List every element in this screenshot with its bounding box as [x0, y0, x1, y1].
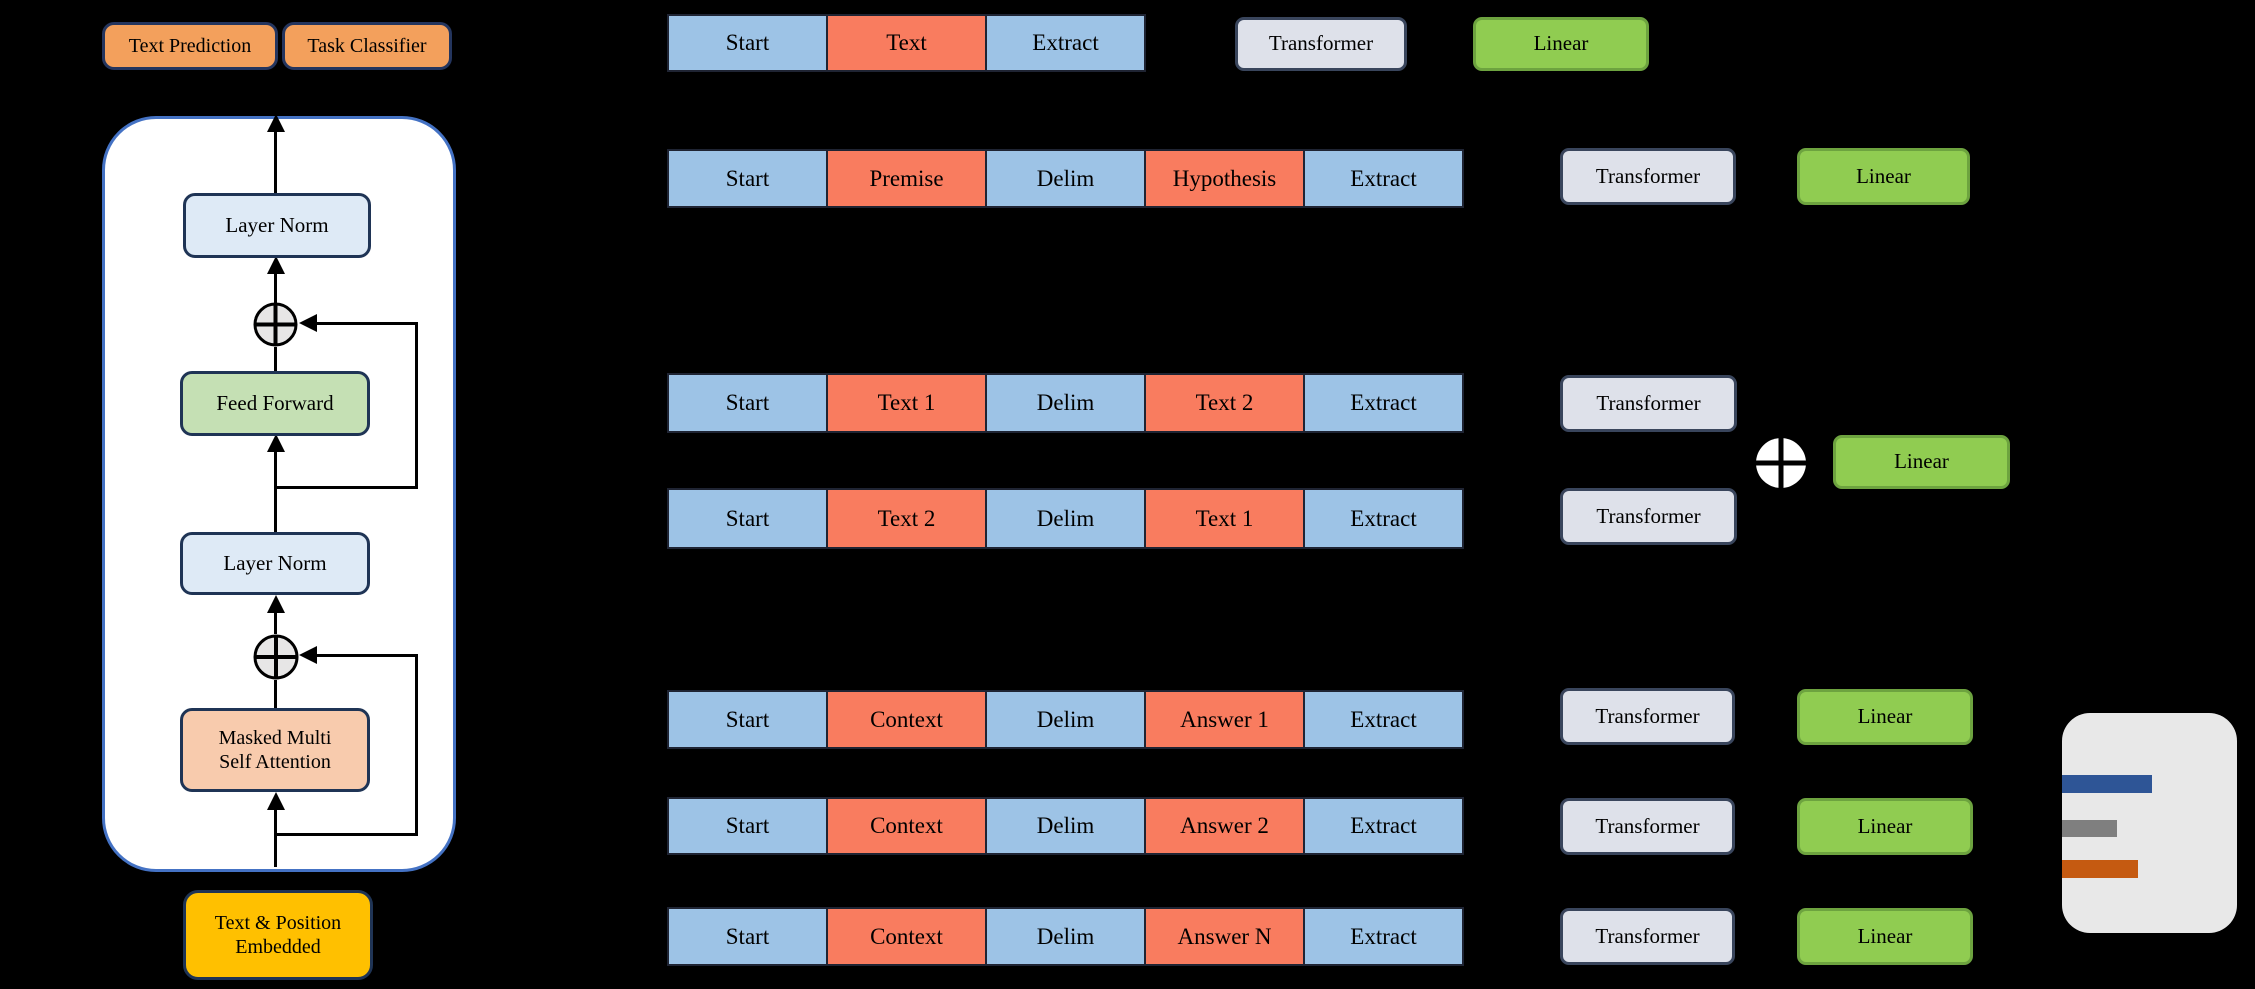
transformer-box: Transformer [1560, 688, 1735, 745]
flow-line [274, 613, 277, 634]
residual-line [276, 486, 418, 489]
token-cell-start: Start [667, 797, 828, 855]
classification-strip: Start Text Extract [667, 14, 1146, 72]
token-cell-extract: Extract [1303, 690, 1464, 749]
token-cell-start: Start [667, 488, 828, 549]
bar-orange [2062, 860, 2138, 878]
flow-line [274, 810, 277, 867]
transformer-box: Transformer [1560, 375, 1737, 432]
token-cell-premise: Premise [826, 149, 987, 208]
bar-blue [2062, 775, 2152, 793]
flow-line [274, 274, 277, 303]
token-cell-extract: Extract [985, 14, 1146, 72]
token-cell-extract: Extract [1303, 797, 1464, 855]
token-cell-start: Start [667, 373, 828, 433]
multiple-choice-strip-2: Start Context Delim Answer 2 Extract [667, 797, 1464, 855]
token-cell-context: Context [826, 690, 987, 749]
flow-line [274, 452, 277, 532]
bar-gray [2062, 820, 2117, 837]
sum-circle-icon [1755, 437, 1807, 489]
token-cell-delim: Delim [985, 149, 1146, 208]
linear-box: Linear [1797, 689, 1973, 745]
masked-self-attention-box: Masked Multi Self Attention [180, 708, 370, 792]
transformer-box: Transformer [1560, 798, 1735, 855]
token-cell-answer1: Answer 1 [1144, 690, 1305, 749]
token-cell-start: Start [667, 690, 828, 749]
token-cell-text1: Text 1 [826, 373, 987, 433]
token-cell-delim: Delim [985, 797, 1146, 855]
token-cell-answerN: Answer N [1144, 907, 1305, 966]
arrow-up-icon [267, 256, 285, 274]
embedding-box: Text & Position Embedded [183, 890, 373, 980]
flow-line [274, 680, 277, 708]
feed-forward-box: Feed Forward [180, 371, 370, 436]
token-cell-delim: Delim [985, 907, 1146, 966]
token-cell-start: Start [667, 14, 828, 72]
layer-norm-bottom-box: Layer Norm [180, 532, 370, 595]
add-circle-icon [253, 302, 298, 347]
token-cell-text1: Text 1 [1144, 488, 1305, 549]
token-cell-delim: Delim [985, 690, 1146, 749]
transformer-box: Transformer [1560, 148, 1736, 205]
arrow-up-icon [267, 114, 285, 132]
similarity-strip-2: Start Text 2 Delim Text 1 Extract [667, 488, 1464, 549]
token-cell-extract: Extract [1303, 907, 1464, 966]
linear-box: Linear [1833, 435, 2010, 489]
residual-line [415, 654, 418, 836]
similarity-strip-1: Start Text 1 Delim Text 2 Extract [667, 373, 1464, 433]
residual-line [415, 322, 418, 489]
multiple-choice-strip-1: Start Context Delim Answer 1 Extract [667, 690, 1464, 749]
embedding-line1: Text & Position [214, 911, 342, 934]
token-cell-text2: Text 2 [1144, 373, 1305, 433]
linear-box: Linear [1797, 798, 1973, 855]
token-cell-answer2: Answer 2 [1144, 797, 1305, 855]
linear-box: Linear [1797, 908, 1973, 965]
residual-line [276, 833, 418, 836]
residual-line [315, 654, 418, 657]
token-cell-text: Text [826, 14, 987, 72]
embedding-line2: Embedded [235, 936, 321, 958]
entailment-strip: Start Premise Delim Hypothesis Extract [667, 149, 1464, 208]
token-cell-hypothesis: Hypothesis [1144, 149, 1305, 208]
transformer-box: Transformer [1560, 488, 1737, 545]
task-classifier-box: Task Classifier [282, 22, 452, 70]
transformer-box: Transformer [1560, 908, 1735, 965]
masked-attention-line1: Masked Multi [218, 726, 332, 749]
add-circle-icon [253, 634, 299, 680]
flow-line [274, 347, 277, 371]
token-cell-extract: Extract [1303, 373, 1464, 433]
token-cell-extract: Extract [1303, 488, 1464, 549]
masked-attention-line2: Self Attention [219, 751, 331, 773]
token-cell-extract: Extract [1303, 149, 1464, 208]
residual-line [315, 322, 418, 325]
flow-line [274, 132, 277, 193]
arrow-left-icon [299, 646, 317, 664]
token-cell-text2: Text 2 [826, 488, 987, 549]
transformer-box: Transformer [1235, 17, 1407, 71]
linear-box: Linear [1473, 17, 1649, 71]
token-cell-start: Start [667, 907, 828, 966]
arrow-up-icon [267, 792, 285, 810]
multiple-choice-strip-3: Start Context Delim Answer N Extract [667, 907, 1464, 966]
token-cell-start: Start [667, 149, 828, 208]
layer-norm-top-box: Layer Norm [183, 193, 371, 258]
chart-card [2062, 713, 2237, 933]
arrow-up-icon [267, 595, 285, 613]
text-prediction-box: Text Prediction [102, 22, 278, 70]
token-cell-context: Context [826, 907, 987, 966]
token-cell-context: Context [826, 797, 987, 855]
arrow-left-icon [299, 314, 317, 332]
linear-box: Linear [1797, 148, 1970, 205]
token-cell-delim: Delim [985, 488, 1146, 549]
token-cell-delim: Delim [985, 373, 1146, 433]
arrow-up-icon [267, 434, 285, 452]
